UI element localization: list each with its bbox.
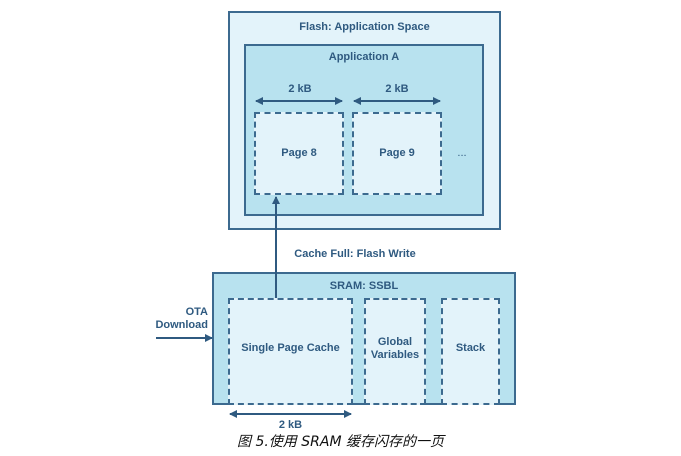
global-variables-box <box>364 298 426 405</box>
cache-full-flash-write-label: Cache Full: Flash Write <box>294 248 416 260</box>
single-page-cache-box <box>228 298 353 405</box>
download-label: Download <box>155 319 208 331</box>
page-9-box <box>352 112 442 195</box>
stack-box <box>441 298 500 405</box>
ota-label: OTA <box>185 306 208 318</box>
cache-size-label: 2 kB <box>278 419 303 431</box>
page-9-label: Page 9 <box>379 147 415 159</box>
page-8-label: Page 8 <box>281 147 317 159</box>
page8-size-label: 2 kB <box>288 83 312 95</box>
stack-label: Stack <box>455 342 486 354</box>
global-variables-text: Global Variables <box>370 336 420 361</box>
page-8-box <box>254 112 344 195</box>
figure-caption: 图 5.使用 SRAM 缓存闪存的一页 <box>237 434 444 450</box>
more-pages-ellipsis: ... <box>457 147 467 159</box>
sram-title: SRAM: SSBL <box>329 280 399 292</box>
global-variables-label: Global Variables <box>364 336 426 362</box>
application-a-title: Application A <box>328 51 400 63</box>
single-page-cache-label: Single Page Cache <box>241 342 340 354</box>
page9-size-label: 2 kB <box>385 83 409 95</box>
flash-title: Flash: Application Space <box>299 21 430 33</box>
